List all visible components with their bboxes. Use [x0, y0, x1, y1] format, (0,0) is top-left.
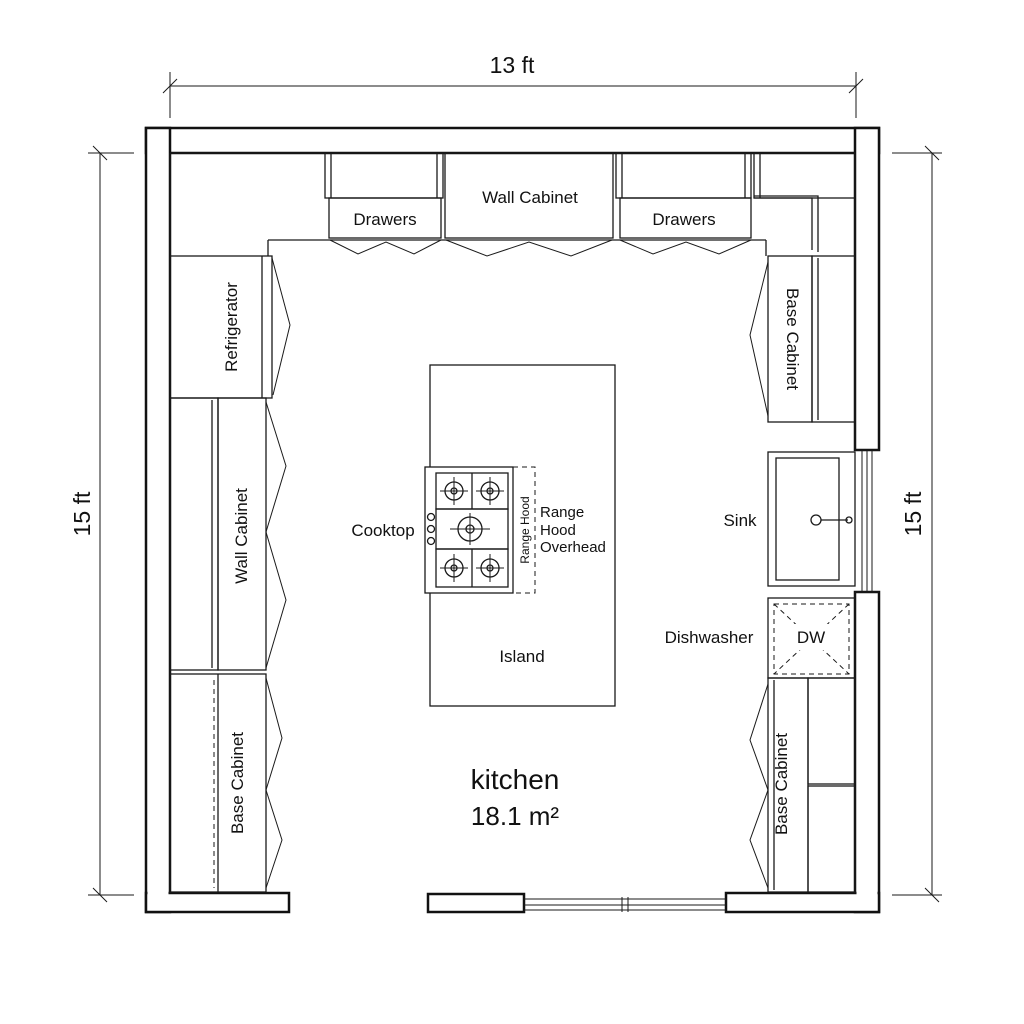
base-cabinet-right-upper-label: Base Cabinet [783, 288, 802, 390]
range-hood-vertical-label: Range Hood [518, 496, 532, 563]
wall-cabinet-top-label: Wall Cabinet [482, 188, 578, 207]
cooktop-label: Cooktop [351, 521, 414, 540]
dishwasher-abbr: DW [797, 628, 825, 647]
base-cabinet-right-lower-label: Base Cabinet [772, 733, 791, 835]
wall-top [144, 126, 881, 155]
burner [476, 554, 504, 582]
range-hood-line3: Overhead [540, 539, 606, 556]
knob-icon[interactable] [426, 536, 436, 546]
wall-bottom-right [724, 891, 881, 914]
range-hood-line2: Hood [540, 522, 576, 539]
wall-right-lower [853, 590, 881, 914]
refrigerator: Refrigerator [169, 255, 291, 399]
drawers-right: Drawers [615, 152, 752, 239]
cooktop[interactable]: Cooktop [351, 466, 514, 594]
window-right [855, 449, 879, 593]
wall-left [144, 126, 172, 914]
dimension-height-left-label: 15 ft [69, 491, 95, 536]
sliding-door [524, 897, 726, 912]
dimension-height-right-label: 15 ft [900, 491, 926, 536]
burner [476, 477, 504, 505]
base-cabinet-left: Base Cabinet [169, 673, 283, 893]
island-label: Island [499, 647, 544, 666]
dimension-height-left: 15 ft [69, 145, 134, 903]
room-area: 18.1 m² [471, 801, 559, 831]
base-cabinet-left-label: Base Cabinet [228, 732, 247, 834]
room-label: kitchen 18.1 m² [471, 764, 560, 831]
door-swing-top-1 [329, 239, 442, 255]
wall-cabinet-left-label: Wall Cabinet [232, 488, 251, 584]
base-cabinet-right-lower: Base Cabinet [749, 677, 856, 893]
dimension-width: 13 ft [162, 52, 864, 118]
corner-cabinet [753, 152, 856, 252]
burner [450, 513, 490, 545]
dishwasher-label: Dishwasher [665, 628, 754, 647]
refrigerator-label: Refrigerator [222, 282, 241, 372]
top-cabinet-run: Drawers Wall Cabinet Drawers [267, 152, 856, 257]
dimension-height-right: 15 ft [892, 145, 942, 903]
base-cabinet-right-upper: Base Cabinet [749, 255, 856, 423]
door-swing-top-3 [619, 239, 752, 255]
knob-icon[interactable] [426, 512, 436, 522]
wall-right-upper [853, 126, 881, 452]
wall-bottom-left [144, 891, 291, 914]
sink-label: Sink [723, 511, 757, 530]
sink: Sink [723, 451, 856, 587]
range-hood: Range Hood Range Hood Overhead [512, 466, 606, 594]
room-name: kitchen [471, 764, 560, 795]
dimension-width-label: 13 ft [490, 52, 535, 78]
range-hood-line1: Range [540, 504, 584, 521]
wall-cabinet-left: Wall Cabinet [169, 397, 287, 671]
drawers-right-label: Drawers [652, 210, 715, 229]
door-swing-top-2 [445, 239, 613, 257]
drawers-left-label: Drawers [353, 210, 416, 229]
door-jamb-left [426, 892, 526, 914]
burner [440, 477, 468, 505]
burner [440, 554, 468, 582]
knob-icon[interactable] [426, 524, 436, 534]
dishwasher: DW Dishwasher [665, 597, 856, 679]
wall-cabinet-top: Wall Cabinet [444, 152, 614, 239]
drawers-left: Drawers [324, 152, 444, 239]
